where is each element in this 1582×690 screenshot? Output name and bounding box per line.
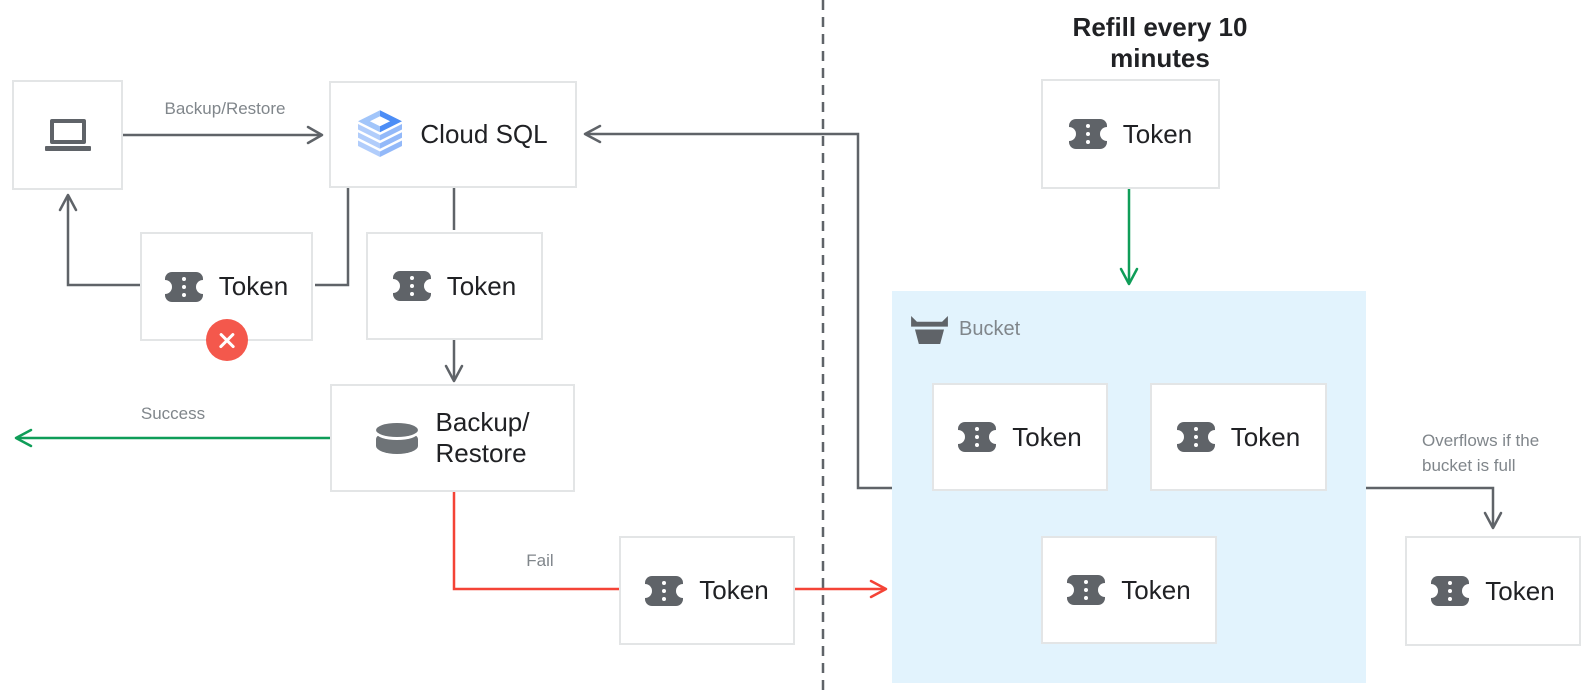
arrowhead-right-icon <box>306 125 324 145</box>
token-icon <box>157 271 210 302</box>
token-icon <box>1424 576 1477 606</box>
edge-cloudsql-to-rejected-token <box>315 188 350 287</box>
success-edge-label: Success <box>140 404 206 423</box>
arrowhead-down-icon <box>1483 511 1503 530</box>
bucket-icon <box>911 315 948 345</box>
token-fail-node: Token <box>619 536 795 645</box>
bucket-token-3: Token <box>1041 536 1217 644</box>
edge-rejected-token-to-client <box>66 197 140 287</box>
token-icon <box>951 422 1004 452</box>
edge-bucket-to-cloudsql <box>586 132 892 490</box>
cloud-sql-icon <box>358 109 403 157</box>
laptop-icon <box>44 119 91 151</box>
cloud-sql-label: Cloud SQL <box>420 119 548 149</box>
arrowhead-down-icon <box>1119 267 1139 286</box>
token-label: Token <box>1121 574 1191 605</box>
arrowhead-right-icon <box>869 579 888 599</box>
arrowhead-up-icon <box>58 193 78 212</box>
bucket-header: Bucket <box>911 314 1020 345</box>
token-label: Token <box>446 270 517 301</box>
overflow-edge-label-line1: Overflows if the <box>1422 431 1540 450</box>
token-label: Token <box>1122 118 1193 149</box>
token-label: Token <box>1012 421 1082 452</box>
backup-restore-edge-label: Backup/Restore <box>164 99 286 118</box>
database-icon <box>375 422 418 454</box>
backup-restore-label-line2: Restore <box>435 438 527 468</box>
token-icon <box>1169 422 1222 452</box>
token-label: Token <box>699 575 769 605</box>
token-label: Token <box>1485 575 1555 606</box>
bucket-label: Bucket <box>959 318 1021 340</box>
backup-restore-node: Backup/ Restore <box>330 384 575 492</box>
overflow-edge-label-line2: bucket is full <box>1422 456 1516 475</box>
bucket-token-2: Token <box>1150 383 1327 491</box>
token-icon <box>1061 119 1114 149</box>
client-node <box>12 80 123 190</box>
token-icon <box>385 271 438 301</box>
token-refill-node: Token <box>1041 79 1220 189</box>
arrowhead-down-icon <box>444 364 464 383</box>
refill-title: Refill every 10 minutes <box>1072 12 1248 73</box>
token-icon <box>638 575 691 606</box>
error-x-icon <box>206 319 248 361</box>
token-request-node: Token <box>366 232 543 340</box>
arrowhead-left-icon <box>14 428 33 448</box>
token-overflow-node: Token <box>1405 536 1581 646</box>
bucket-token-1: Token <box>932 383 1108 491</box>
backup-restore-label-line1: Backup/ <box>435 407 530 437</box>
token-label: Token <box>1230 421 1301 452</box>
token-label: Token <box>218 271 289 301</box>
token-icon <box>1060 575 1113 605</box>
edge-bucket-overflow <box>1366 486 1495 526</box>
fail-edge-label: Fail <box>526 551 554 570</box>
edge-backup-fail-to-token <box>452 492 619 591</box>
cloud-sql-node: Cloud SQL <box>329 81 577 188</box>
arrowhead-left-icon <box>583 124 602 144</box>
